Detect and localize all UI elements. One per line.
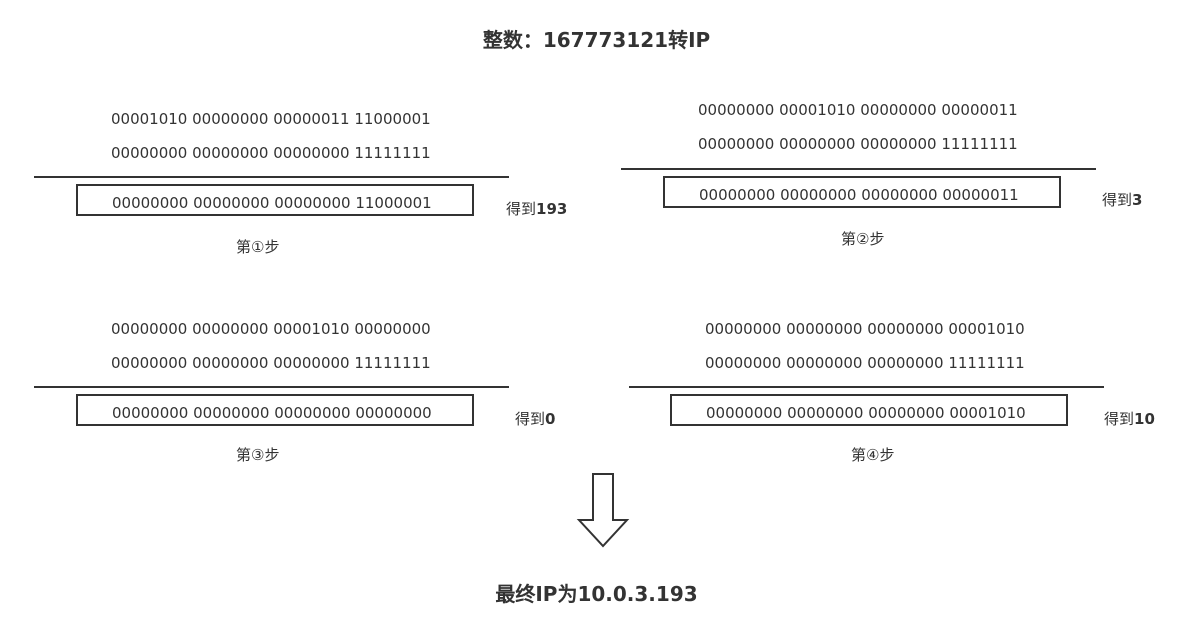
step-3-rule [34, 386, 509, 388]
step-2-caption: 第②步 [841, 230, 885, 248]
diagram-title: 整数：167773121转IP [482, 28, 711, 52]
step-3-operand-b: 00000000 00000000 00000000 11111111 [111, 354, 431, 372]
step-4-operand-a: 00000000 00000000 00000000 00001010 [705, 320, 1025, 338]
step-2-operand-b: 00000000 00000000 00000000 11111111 [698, 135, 1018, 153]
step-4-operand-b: 00000000 00000000 00000000 11111111 [705, 354, 1025, 372]
step-2-result-bits: 00000000 00000000 00000000 00000011 [699, 186, 1019, 204]
step-1-result-box: 00000000 00000000 00000000 11000001 [76, 184, 474, 216]
step-3-caption: 第③步 [236, 446, 280, 464]
step-3-result-bits: 00000000 00000000 00000000 00000000 [112, 404, 432, 422]
final-result: 最终IP为10.0.3.193 [495, 582, 698, 606]
step-1-caption: 第①步 [236, 238, 280, 256]
step-3-result-value: 0 [545, 410, 556, 428]
step-1-rule [34, 176, 509, 178]
step-2-result-label: 得到3 [1102, 191, 1143, 209]
step-4-caption: 第④步 [851, 446, 895, 464]
step-2-operand-a: 00000000 00001010 00000000 00000011 [698, 101, 1018, 119]
step-1-result-label: 得到193 [506, 200, 568, 218]
step-1-result-bits: 00000000 00000000 00000000 11000001 [112, 194, 432, 212]
step-2-result-value: 3 [1132, 191, 1143, 209]
step-4-result-label: 得到10 [1104, 410, 1155, 428]
step-1-result-value: 193 [536, 200, 568, 218]
step-1-operand-b: 00000000 00000000 00000000 11111111 [111, 144, 431, 162]
step-1-operand-a: 00001010 00000000 00000011 11000001 [111, 110, 431, 128]
down-arrow-icon [576, 473, 630, 548]
step-4-rule [629, 386, 1104, 388]
step-2-result-box: 00000000 00000000 00000000 00000011 [663, 176, 1061, 208]
step-2-rule [621, 168, 1096, 170]
step-3-result-box: 00000000 00000000 00000000 00000000 [76, 394, 474, 426]
step-3-result-label: 得到0 [515, 410, 556, 428]
step-3-operand-a: 00000000 00000000 00001010 00000000 [111, 320, 431, 338]
step-4-result-bits: 00000000 00000000 00000000 00001010 [706, 404, 1026, 422]
step-4-result-box: 00000000 00000000 00000000 00001010 [670, 394, 1068, 426]
step-4-result-value: 10 [1134, 410, 1155, 428]
